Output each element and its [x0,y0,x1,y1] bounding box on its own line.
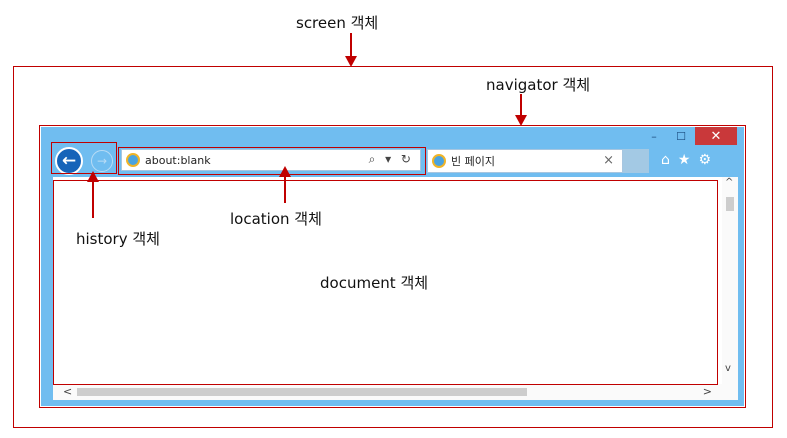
minimize-button[interactable]: – [651,129,657,143]
back-arrow-icon: ← [61,151,77,171]
scroll-down-icon[interactable]: v [725,363,731,374]
screen-label: screen 객체 [296,14,379,32]
address-text: about:blank [145,153,211,167]
close-button[interactable]: ✕ [695,127,737,145]
home-icon[interactable]: ⌂ [661,152,670,168]
ie-logo-icon [126,153,140,167]
horizontal-scrollbar[interactable]: < > [53,384,738,400]
screen-object-box [13,66,773,428]
tab-blank-page[interactable]: 빈 페이지 × [427,149,623,173]
location-arrowhead [279,166,291,177]
horizontal-scroll-thumb[interactable] [77,388,527,396]
tab-title: 빈 페이지 [451,155,495,168]
location-label: location 객체 [230,210,322,228]
scroll-up-icon[interactable]: ^ [725,177,734,188]
history-object-box [51,142,117,174]
navigator-label: navigator 객체 [486,76,591,94]
scroll-left-icon[interactable]: < [63,385,73,398]
vertical-scrollbar[interactable]: ^ v [722,177,738,384]
forward-button[interactable]: → [91,150,113,172]
location-object-box [118,147,426,175]
forward-arrow-icon: → [96,154,108,168]
screen-arrowhead [345,56,357,67]
navigator-arrowhead [515,115,527,126]
toolbar-icons: ⌂ ★ ⚙ [661,149,731,171]
tab-close-icon[interactable]: × [603,153,614,168]
document-object-box [53,180,718,385]
scroll-right-icon[interactable]: > [702,385,712,398]
navigator-object-box [39,125,746,408]
history-label: history 객체 [76,230,160,248]
address-bar[interactable]: about:blank ⌕ ▾ ↻ [121,149,421,171]
back-button[interactable]: ← [55,147,83,175]
maximize-button[interactable]: ☐ [676,129,686,143]
address-tools-icon[interactable]: ⌕ ▾ ↻ [368,152,414,166]
history-arrowhead [87,171,99,182]
ie-logo-icon [432,154,446,168]
new-tab-button[interactable] [623,149,649,173]
document-label: document 객체 [320,274,429,292]
settings-gear-icon[interactable]: ⚙ [698,152,712,168]
page-content-area: ^ v < > [53,177,738,400]
vertical-scroll-thumb[interactable] [726,197,734,211]
favorites-star-icon[interactable]: ★ [677,152,691,168]
browser-window: – ☐ ✕ ← → about:blank ⌕ ▾ ↻ 빈 페이지 × ⌂ ★ … [41,127,744,406]
